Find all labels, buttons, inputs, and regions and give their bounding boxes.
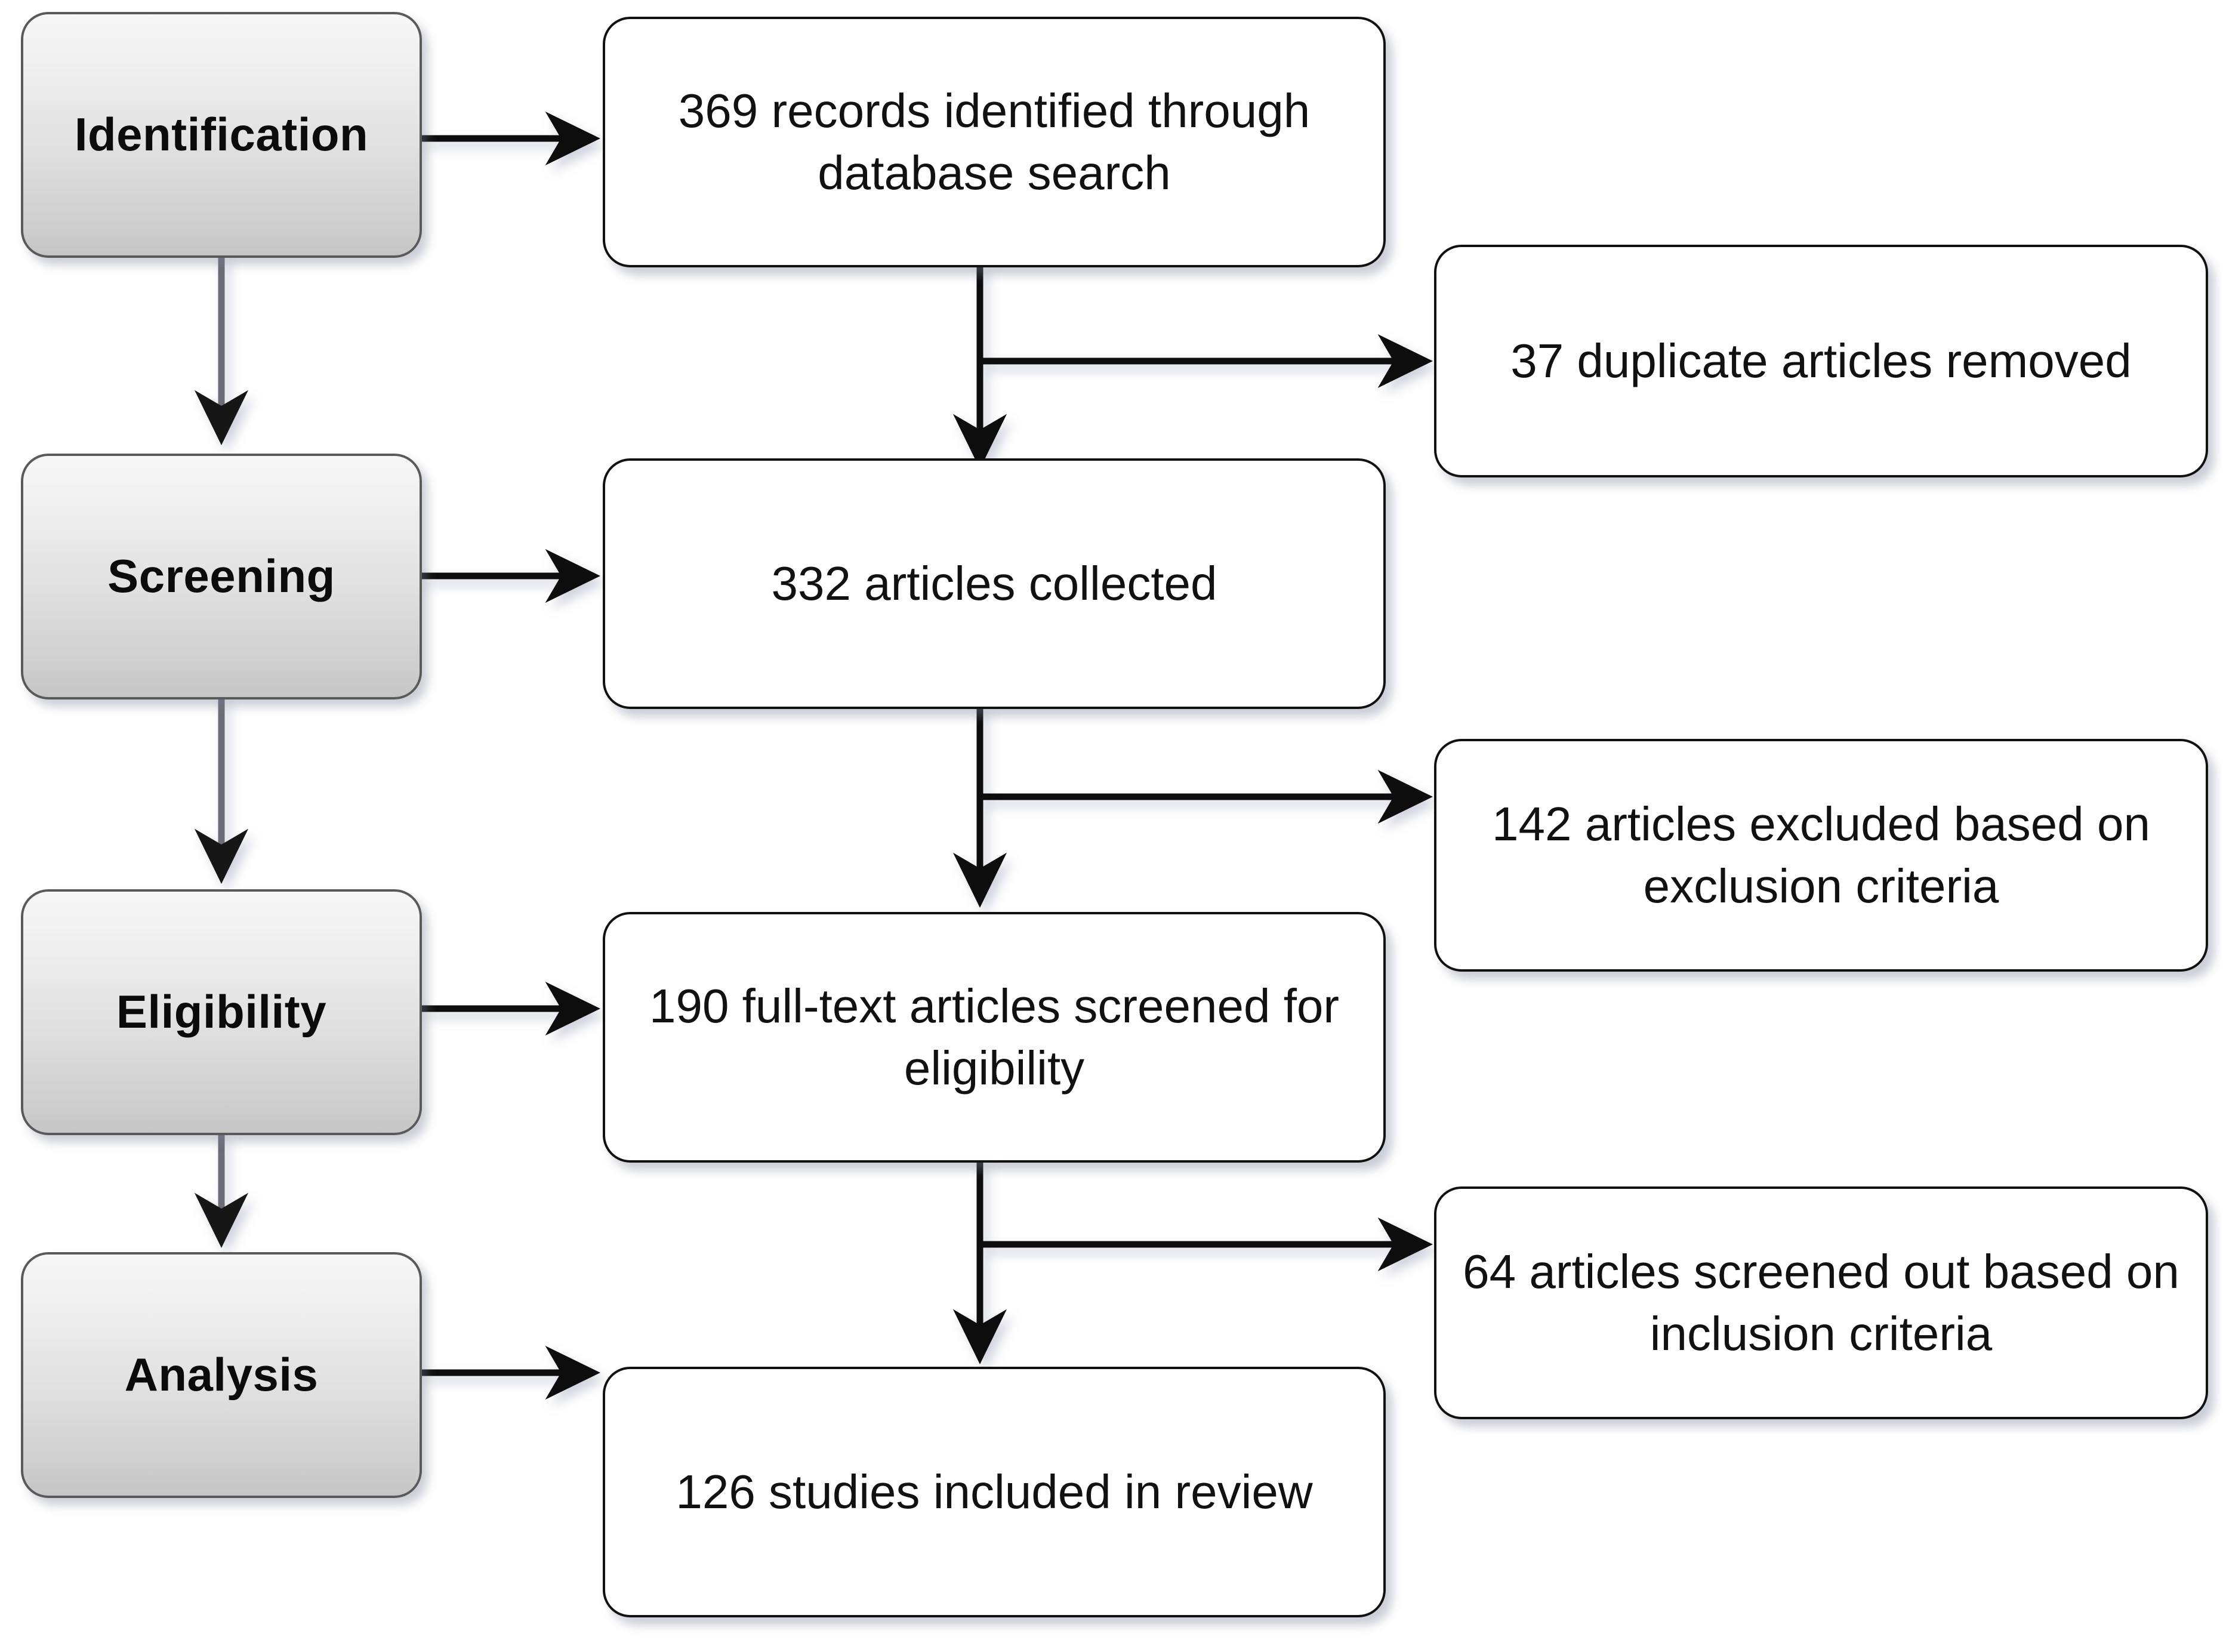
box-excluded-inclusion-criteria[interactable]: 64 articles screened out based on inclus…: [1434, 1186, 2208, 1419]
box-fulltext-screened[interactable]: 190 full-text articles screened for elig…: [603, 912, 1386, 1163]
box-records-identified-label: 369 records identified through database …: [678, 84, 1311, 199]
box-fulltext-screened-label: 190 full-text articles screened for elig…: [649, 979, 1340, 1095]
stage-screening-label: Screening: [107, 550, 335, 603]
box-duplicates-removed-label: 37 duplicate articles removed: [1510, 334, 2132, 387]
box-duplicates-removed[interactable]: 37 duplicate articles removed: [1434, 245, 2208, 477]
box-excluded-exclusion-criteria-label: 142 articles excluded based on exclusion…: [1492, 797, 2150, 913]
box-articles-collected-label: 332 articles collected: [771, 557, 1217, 610]
stage-analysis-label: Analysis: [124, 1348, 319, 1401]
box-records-identified[interactable]: 369 records identified through database …: [603, 17, 1386, 267]
stage-identification-label: Identification: [74, 108, 369, 161]
stage-screening[interactable]: Screening: [21, 454, 422, 699]
box-studies-included[interactable]: 126 studies included in review: [603, 1367, 1386, 1617]
stage-eligibility-label: Eligibility: [116, 985, 327, 1038]
stage-identification[interactable]: Identification: [21, 12, 422, 258]
box-excluded-inclusion-criteria-label: 64 articles screened out based on inclus…: [1463, 1245, 2179, 1360]
stage-analysis[interactable]: Analysis: [21, 1252, 422, 1498]
stage-eligibility[interactable]: Eligibility: [21, 889, 422, 1135]
box-articles-collected[interactable]: 332 articles collected: [603, 458, 1386, 709]
box-studies-included-label: 126 studies included in review: [676, 1465, 1313, 1518]
box-excluded-exclusion-criteria[interactable]: 142 articles excluded based on exclusion…: [1434, 739, 2208, 972]
